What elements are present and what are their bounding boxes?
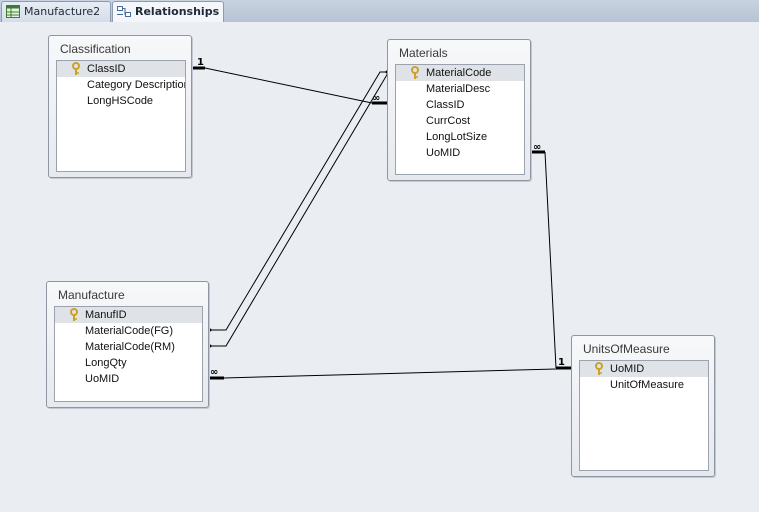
table-classification[interactable]: Classification ClassID Category Descript… (48, 35, 192, 178)
field-materialdesc[interactable]: MaterialDesc (396, 81, 524, 97)
field-label: ManufID (85, 309, 127, 321)
field-label: Category Description (87, 79, 186, 91)
field-label: MaterialCode(RM) (85, 341, 175, 353)
tab-label: Relationships (135, 5, 220, 18)
field-materialcode[interactable]: MaterialCode (396, 65, 524, 81)
field-uomid[interactable]: UoMID (580, 361, 708, 377)
table-title[interactable]: UnitsOfMeasure (583, 342, 670, 356)
relationships-icon (117, 6, 131, 17)
field-list[interactable]: ManufID MaterialCode(FG) MaterialCode(RM… (54, 306, 203, 402)
primary-key-icon (595, 362, 603, 375)
field-manufid[interactable]: ManufID (55, 307, 202, 323)
field-label: ClassID (87, 63, 126, 75)
field-category-description[interactable]: Category Description (57, 77, 185, 93)
field-uomid[interactable]: UoMID (55, 371, 202, 387)
field-list[interactable]: MaterialCode MaterialDesc ClassID CurrCo… (395, 64, 525, 175)
field-longlotsize[interactable]: LongLotSize (396, 129, 524, 145)
primary-key-icon (411, 66, 419, 79)
table-title[interactable]: Classification (60, 42, 131, 56)
field-longqty[interactable]: LongQty (55, 355, 202, 371)
table-icon (6, 5, 20, 18)
field-label: MaterialCode(FG) (85, 325, 174, 337)
field-classid[interactable]: ClassID (57, 61, 185, 77)
field-longhscode[interactable]: LongHSCode (57, 93, 185, 109)
field-label: UnitOfMeasure (610, 379, 684, 391)
field-label: MaterialCode (426, 67, 492, 79)
field-unitofmeasure[interactable]: UnitOfMeasure (580, 377, 708, 393)
tab-relationships[interactable]: Relationships (112, 1, 224, 23)
field-uomid[interactable]: UoMID (396, 145, 524, 161)
table-materials[interactable]: Materials MaterialCode MaterialDesc Clas… (387, 39, 531, 181)
field-label: CurrCost (426, 115, 471, 127)
field-label: UoMID (426, 147, 461, 159)
field-materialcode-fg[interactable]: MaterialCode(FG) (55, 323, 202, 339)
field-label: UoMID (610, 363, 645, 375)
field-label: LongHSCode (87, 95, 154, 107)
field-materialcode-rm[interactable]: MaterialCode(RM) (55, 339, 202, 355)
table-title[interactable]: Materials (399, 46, 448, 60)
tab-manufacture2[interactable]: Manufacture2 (1, 1, 111, 22)
field-label: UoMID (85, 373, 120, 385)
field-label: ClassID (426, 99, 465, 111)
field-list[interactable]: ClassID Category Description LongHSCode (56, 60, 186, 172)
tab-label: Manufacture2 (24, 5, 101, 18)
field-label: MaterialDesc (426, 83, 491, 95)
table-units-of-measure[interactable]: UnitsOfMeasure UoMID UnitOfMeasure (571, 335, 715, 477)
field-currcost[interactable]: CurrCost (396, 113, 524, 129)
primary-key-icon (72, 62, 80, 75)
document-tab-bar: Manufacture2 Relationships (0, 0, 759, 23)
field-classid[interactable]: ClassID (396, 97, 524, 113)
table-title[interactable]: Manufacture (58, 288, 125, 302)
field-list[interactable]: UoMID UnitOfMeasure (579, 360, 709, 471)
field-label: LongLotSize (426, 131, 488, 143)
table-manufacture[interactable]: Manufacture ManufID MaterialCode(FG) Mat… (46, 281, 209, 408)
primary-key-icon (70, 308, 78, 321)
field-label: LongQty (85, 357, 127, 369)
